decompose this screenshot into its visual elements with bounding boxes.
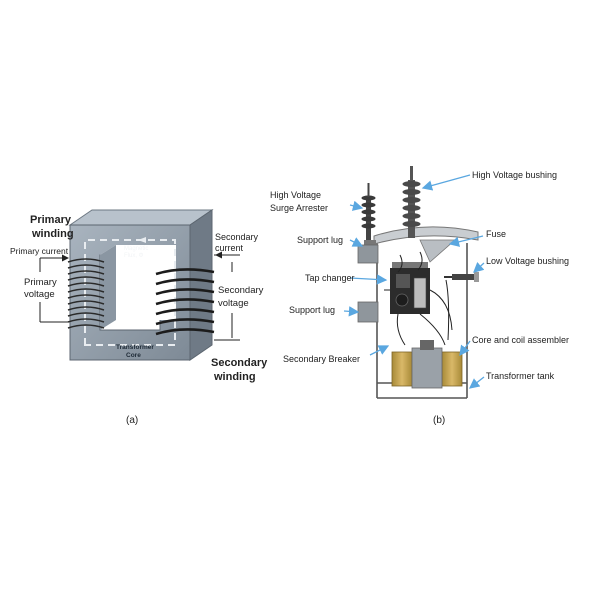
fuse-label: Fuse	[486, 229, 506, 239]
caption-b: (b)	[433, 415, 445, 426]
primary-current-label: Primary current	[10, 246, 69, 256]
transformer-core	[68, 209, 214, 361]
transformer-core-label: Transformer Core	[116, 344, 156, 359]
primary-winding-label: Primary winding	[30, 214, 74, 240]
hv-bushing	[402, 166, 421, 238]
hv-bushing-label: High Voltage bushing	[472, 170, 557, 180]
core-coil-label: Core and coil assembler	[472, 335, 569, 345]
tank-cover	[373, 226, 479, 263]
support-lug-1-label: Support lug	[297, 235, 343, 245]
transformer-tank-label: Transformer tank	[486, 371, 555, 381]
flux-path	[84, 239, 176, 346]
secondary-leads	[214, 251, 240, 341]
support-lug-2	[357, 301, 379, 323]
primary-winding-coils	[67, 258, 105, 329]
caption-a: (a)	[126, 415, 138, 426]
panel-b: High Voltage bushing High Voltage Surge …	[270, 166, 569, 426]
lv-bushing	[444, 272, 479, 282]
tap-changer-label: Tap changer	[305, 273, 355, 283]
primary-leads	[39, 254, 69, 323]
magnetic-flux-label: Magnetic Flux, Φ	[124, 246, 150, 259]
secondary-current-label: Secondary current	[215, 232, 261, 253]
primary-voltage-label: Primary voltage	[24, 277, 59, 300]
internal-wiring	[384, 251, 453, 346]
panel-a: Primary winding Primary current Primary …	[10, 209, 270, 426]
lv-bushing-label: Low Voltage bushing	[486, 256, 569, 266]
hv-surge-arrester	[361, 183, 376, 246]
secondary-breaker-label: Secondary Breaker	[283, 354, 360, 364]
hv-surge-arrester-label: High Voltage Surge Arrester	[270, 190, 328, 213]
secondary-winding-label: Secondary winding	[211, 357, 270, 383]
secondary-voltage-label: Secondary voltage	[218, 285, 266, 309]
tap-changer-assembly	[390, 262, 430, 314]
support-lug-1	[357, 244, 379, 264]
core-and-coil	[391, 340, 463, 389]
support-lug-2-label: Support lug	[289, 305, 335, 315]
secondary-winding-coils	[155, 268, 215, 336]
leader-arrows	[343, 174, 485, 389]
